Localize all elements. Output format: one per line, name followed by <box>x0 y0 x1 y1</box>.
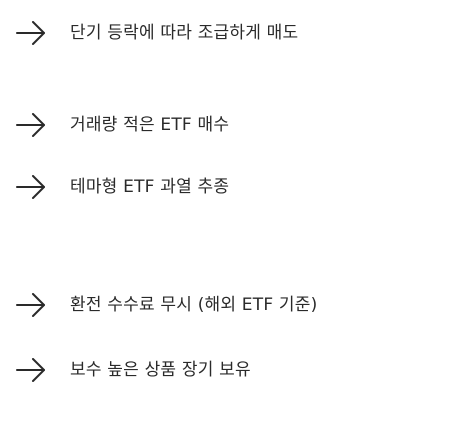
arrow-right-icon <box>16 175 46 199</box>
arrow-right-icon <box>16 113 46 137</box>
list-item-label: 보수 높은 상품 장기 보유 <box>70 360 251 380</box>
list-item-label: 단기 등락에 따라 조급하게 매도 <box>70 23 299 43</box>
arrow-right-icon <box>16 358 46 382</box>
list-item-label: 환전 수수료 무시 (해외 ETF 기준) <box>70 295 318 315</box>
list-item: 테마형 ETF 과열 추종 <box>0 169 465 205</box>
arrow-right-icon <box>16 293 46 317</box>
arrow-right-icon <box>16 21 46 45</box>
list-item: 거래량 적은 ETF 매수 <box>0 107 465 143</box>
list-item: 보수 높은 상품 장기 보유 <box>0 352 465 388</box>
list-item: 단기 등락에 따라 조급하게 매도 <box>0 15 465 51</box>
list-item-label: 거래량 적은 ETF 매수 <box>70 115 230 135</box>
list-item: 환전 수수료 무시 (해외 ETF 기준) <box>0 287 465 323</box>
list-item-label: 테마형 ETF 과열 추종 <box>70 177 230 197</box>
